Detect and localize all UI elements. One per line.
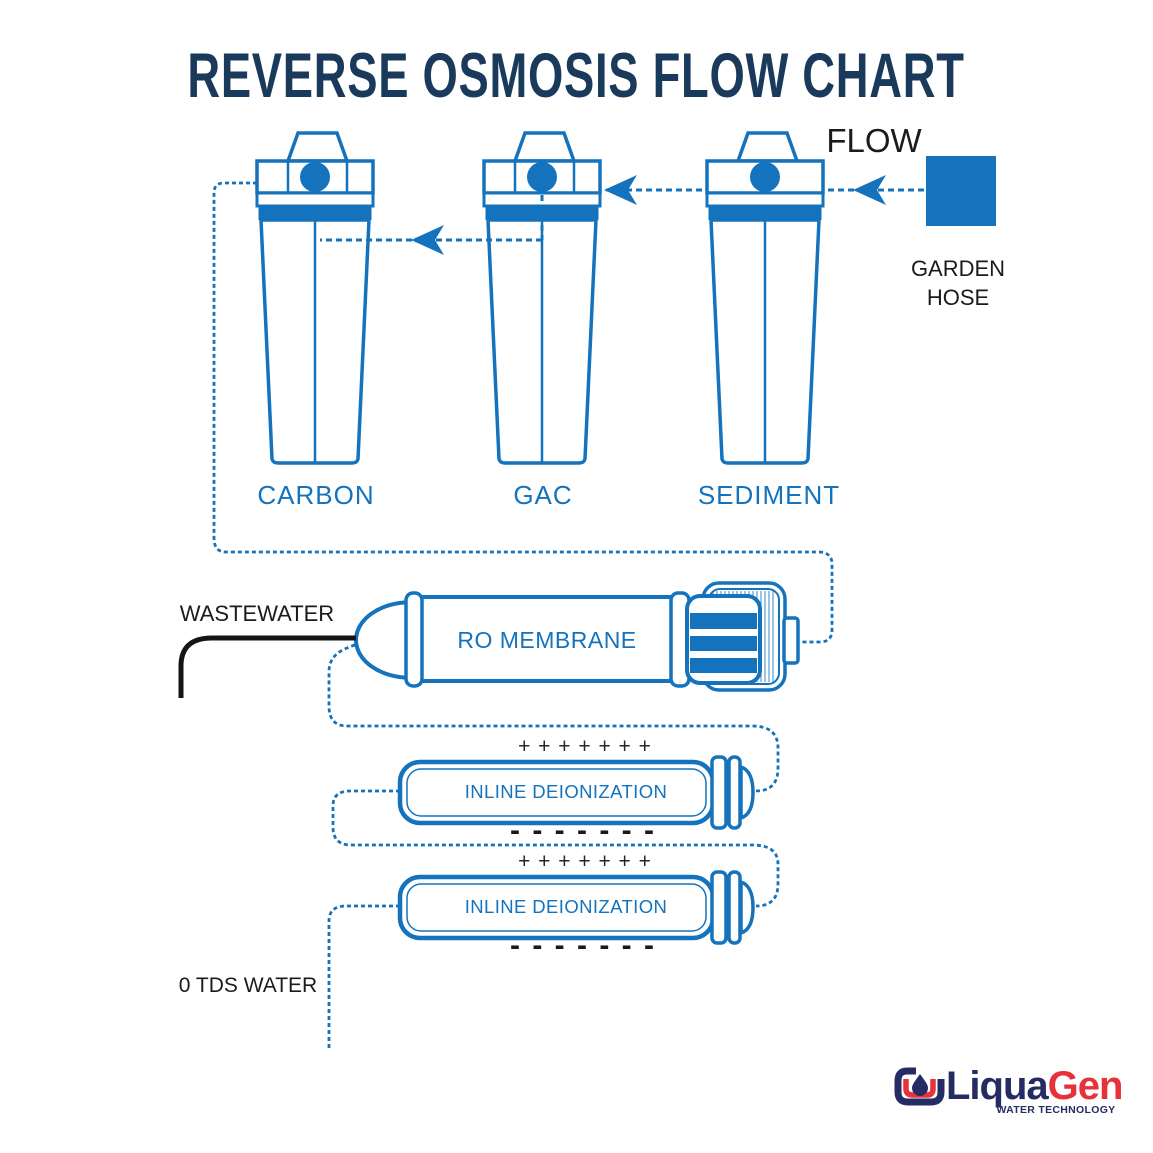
di1-plus-ions-row: + + + + + + +: [518, 735, 652, 758]
di2-minus-ions-row: - - - - - - -: [510, 929, 656, 962]
ro-membrane-label: RO MEMBRANE: [457, 627, 637, 653]
membrane-end-cap: [685, 594, 762, 685]
sediment-filter-housing: [705, 131, 825, 465]
liquagen-logo-tagline: WATER TECHNOLOGY: [996, 1104, 1116, 1116]
pipe-membrane-to-di1: [327, 643, 780, 793]
gac-filter-housing: [482, 131, 602, 465]
page-title: REVERSE OSMOSIS FLOW CHART: [187, 41, 965, 111]
ro-membrane-housing: [353, 581, 800, 692]
gac-filter-label: GAC: [513, 480, 573, 510]
di1-minus-ions-row: - - - - - - -: [510, 814, 656, 847]
flow-direction-label: FLOW: [826, 122, 922, 159]
arrowhead-left-icon: [411, 225, 444, 255]
flow-arrow-gac-to-carbon: [320, 195, 544, 255]
flow-arrow-sediment-to-gac: [604, 175, 702, 205]
pipe-di1-to-di2: [331, 789, 780, 908]
carbon-filter-label: CARBON: [257, 480, 375, 510]
flow-arrow-hose-to-sediment: [826, 175, 924, 205]
membrane-outlet-nub: [782, 616, 800, 665]
pipe-carbon-to-membrane: [212, 181, 834, 644]
di1-label: INLINE DEIONIZATION: [464, 781, 668, 802]
water-droplet-icon: [912, 1074, 928, 1096]
pipe-di2-to-output: [327, 904, 400, 1048]
carbon-filter-housing: [255, 131, 375, 465]
garden-hose-label: GARDEN HOSE: [910, 256, 1006, 310]
wastewater-label: WASTEWATER: [179, 601, 335, 626]
arrowhead-left-icon: [853, 175, 886, 205]
garden-hose-square: [926, 156, 996, 226]
liquagen-logo-name: LiquaGen: [946, 1064, 1123, 1108]
membrane-collar-left: [404, 591, 424, 688]
di2-label: INLINE DEIONIZATION: [464, 896, 668, 917]
membrane-dome-cap: [353, 599, 416, 681]
sediment-filter-label: SEDIMENT: [697, 480, 841, 510]
arrowhead-left-icon: [604, 175, 637, 205]
di2-plus-ions-row: + + + + + + +: [518, 850, 652, 873]
zero-tds-water-label: 0 TDS WATER: [178, 974, 318, 997]
liquagen-logo-icon: [894, 1067, 945, 1106]
wastewater-line: [178, 635, 356, 698]
